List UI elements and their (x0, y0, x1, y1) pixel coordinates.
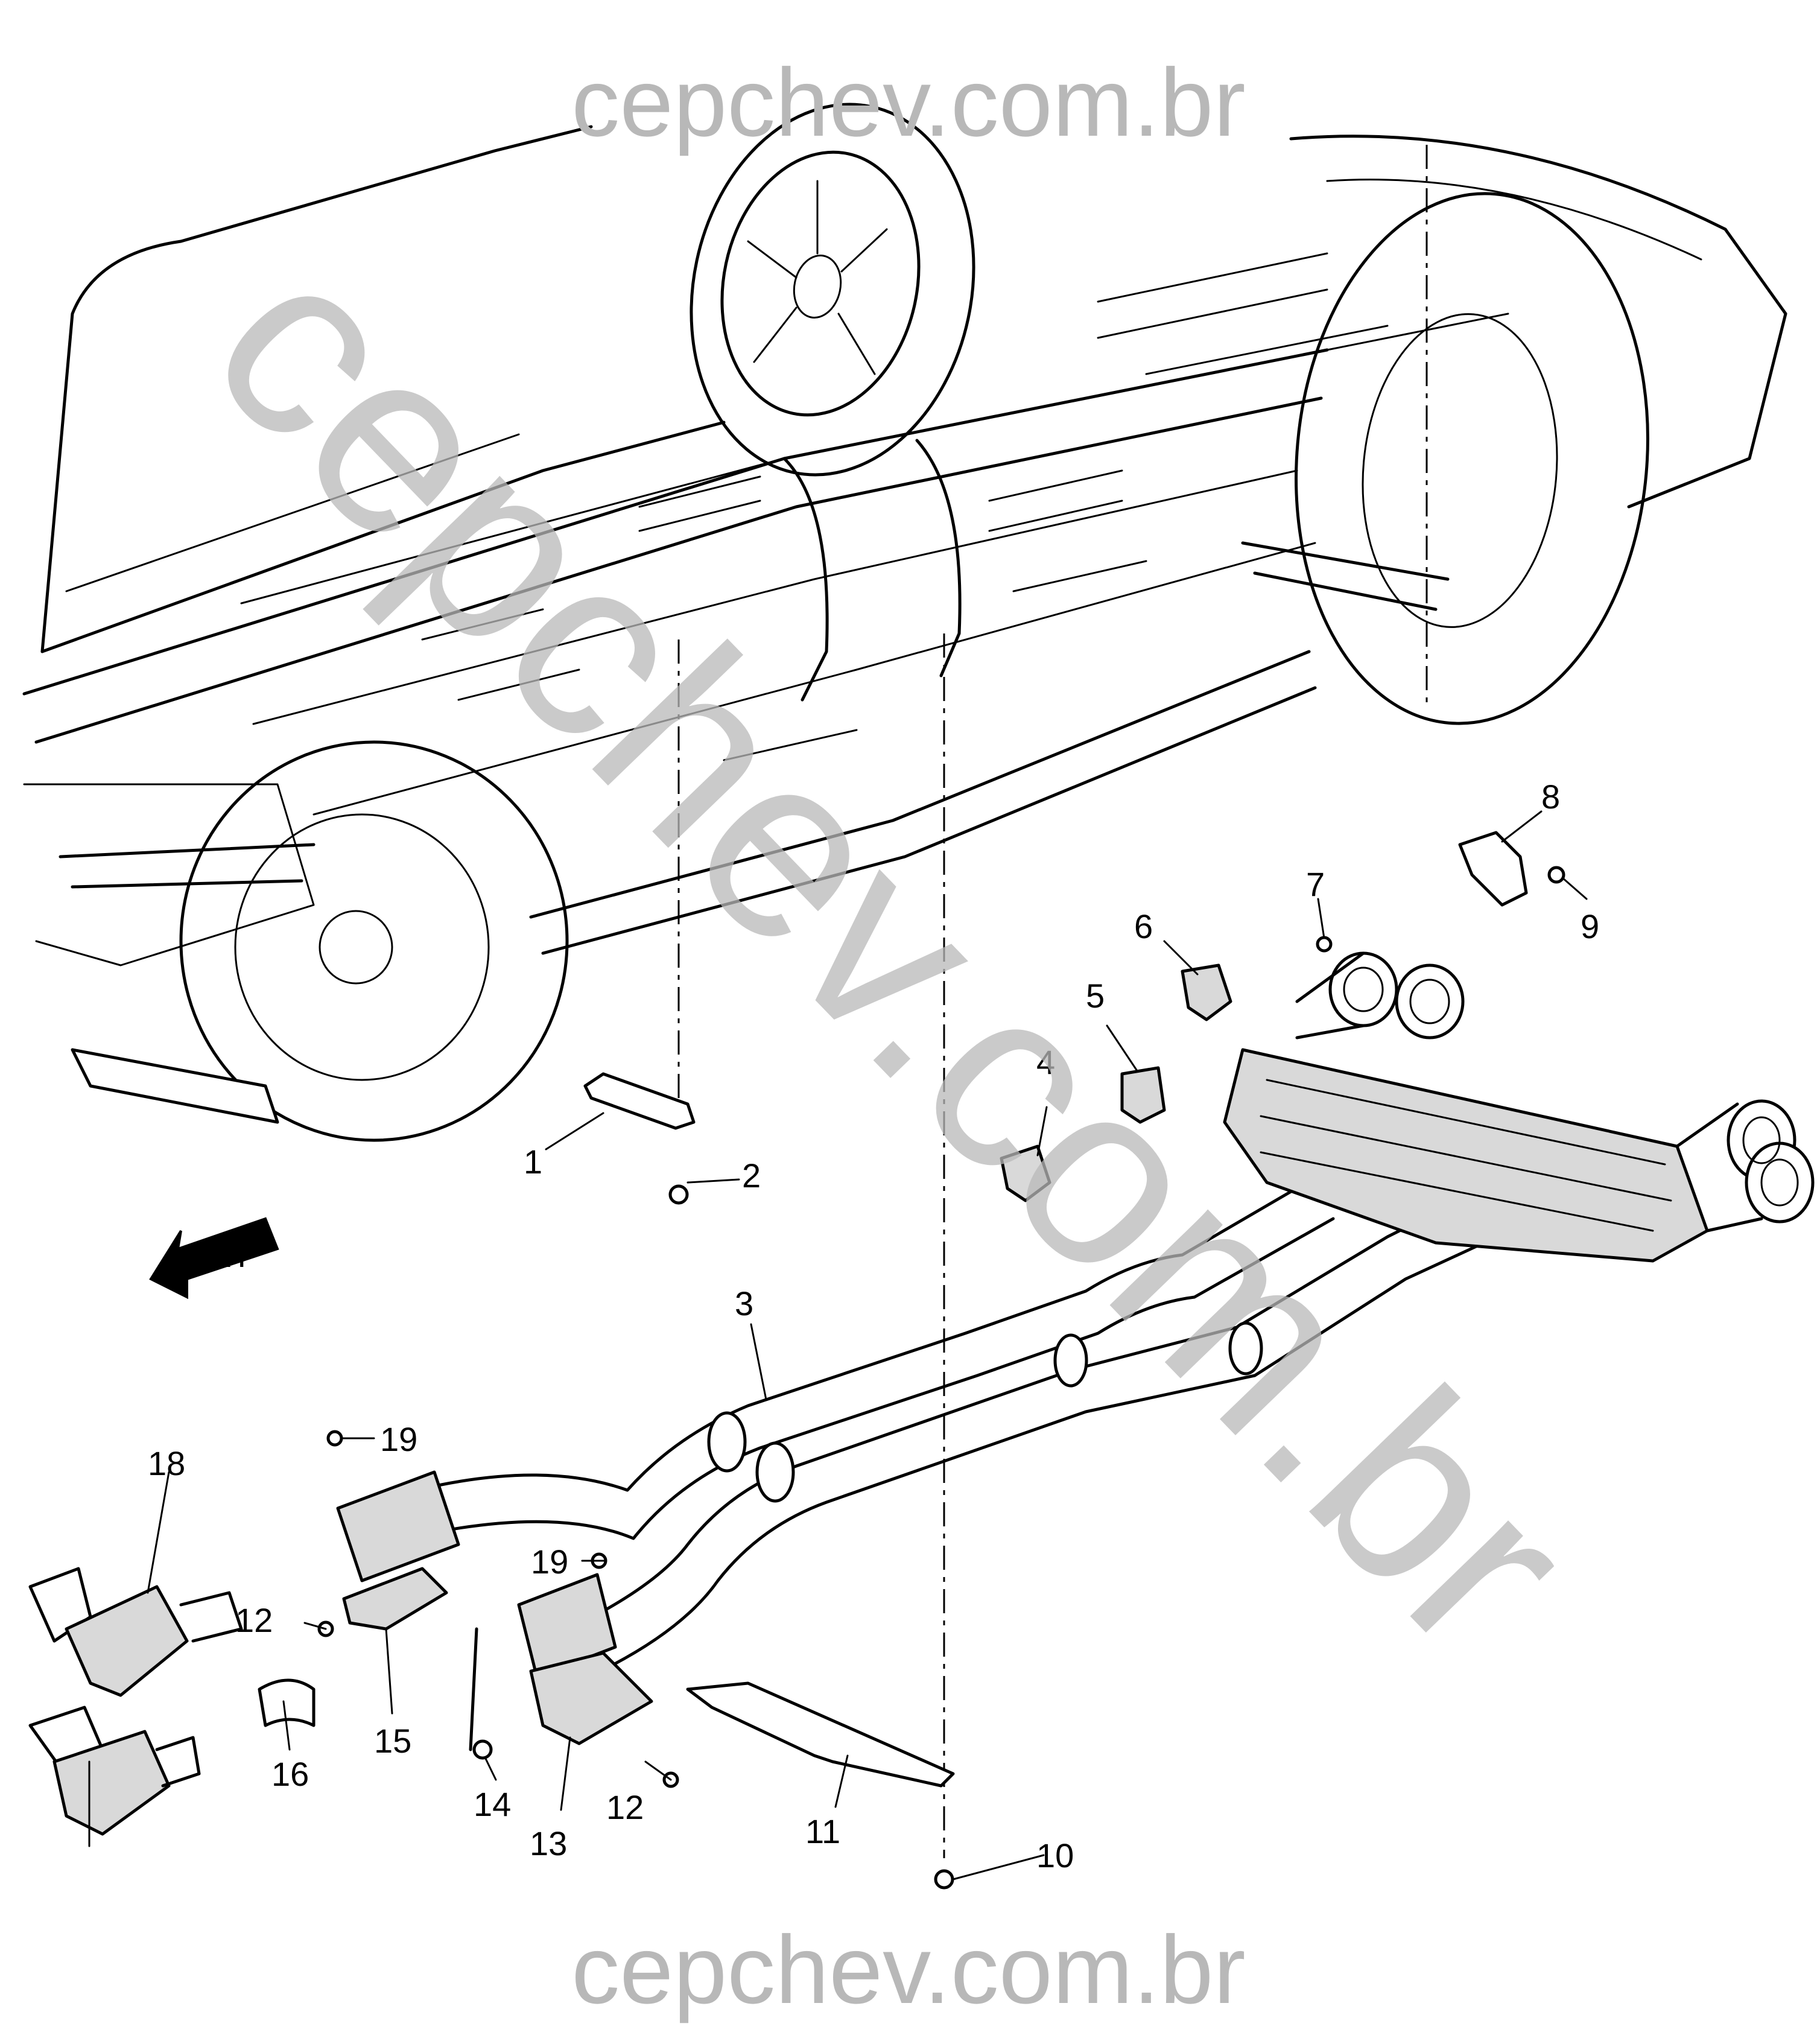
callout-6: 6 (1134, 907, 1153, 945)
watermark-top: cepchev.com.br (571, 48, 1246, 156)
watermark-bottom: cepchev.com.br (571, 1915, 1246, 2023)
exhaust-pipes (336, 1169, 1486, 1691)
catalytic-converters (28, 1567, 243, 1836)
callout-1: 1 (524, 1143, 542, 1181)
alignment-lines (677, 145, 1428, 1858)
callout-12b: 12 (606, 1788, 644, 1826)
callouts: 1 2 3 4 5 6 7 8 9 10 11 12 12 13 14 15 1… (148, 778, 1599, 1874)
callout-8: 8 (1541, 778, 1560, 816)
callout-7: 7 (1306, 865, 1325, 903)
callout-9: 9 (1581, 907, 1599, 945)
front-orientation-arrow: FRT (149, 1217, 279, 1300)
heat-shields (258, 831, 1528, 1788)
callout-14: 14 (474, 1785, 511, 1823)
frt-label: FRT (187, 1236, 252, 1274)
callout-3: 3 (735, 1284, 753, 1322)
callout-18: 18 (148, 1444, 185, 1482)
callout-19b: 19 (531, 1543, 568, 1581)
callout-13: 13 (530, 1824, 567, 1862)
callout-16: 16 (271, 1755, 309, 1793)
callout-19a: 19 (380, 1420, 417, 1458)
callout-15: 15 (374, 1722, 411, 1760)
vehicle-underbody (22, 103, 1787, 1142)
callout-5: 5 (1086, 977, 1105, 1015)
callout-11: 11 (805, 1812, 840, 1850)
leader-lines (88, 810, 1588, 1881)
callout-2: 2 (742, 1157, 761, 1195)
callout-12a: 12 (235, 1601, 273, 1639)
callout-10: 10 (1036, 1836, 1074, 1874)
muffler (1223, 951, 1815, 1263)
callout-4: 4 (1036, 1043, 1055, 1081)
